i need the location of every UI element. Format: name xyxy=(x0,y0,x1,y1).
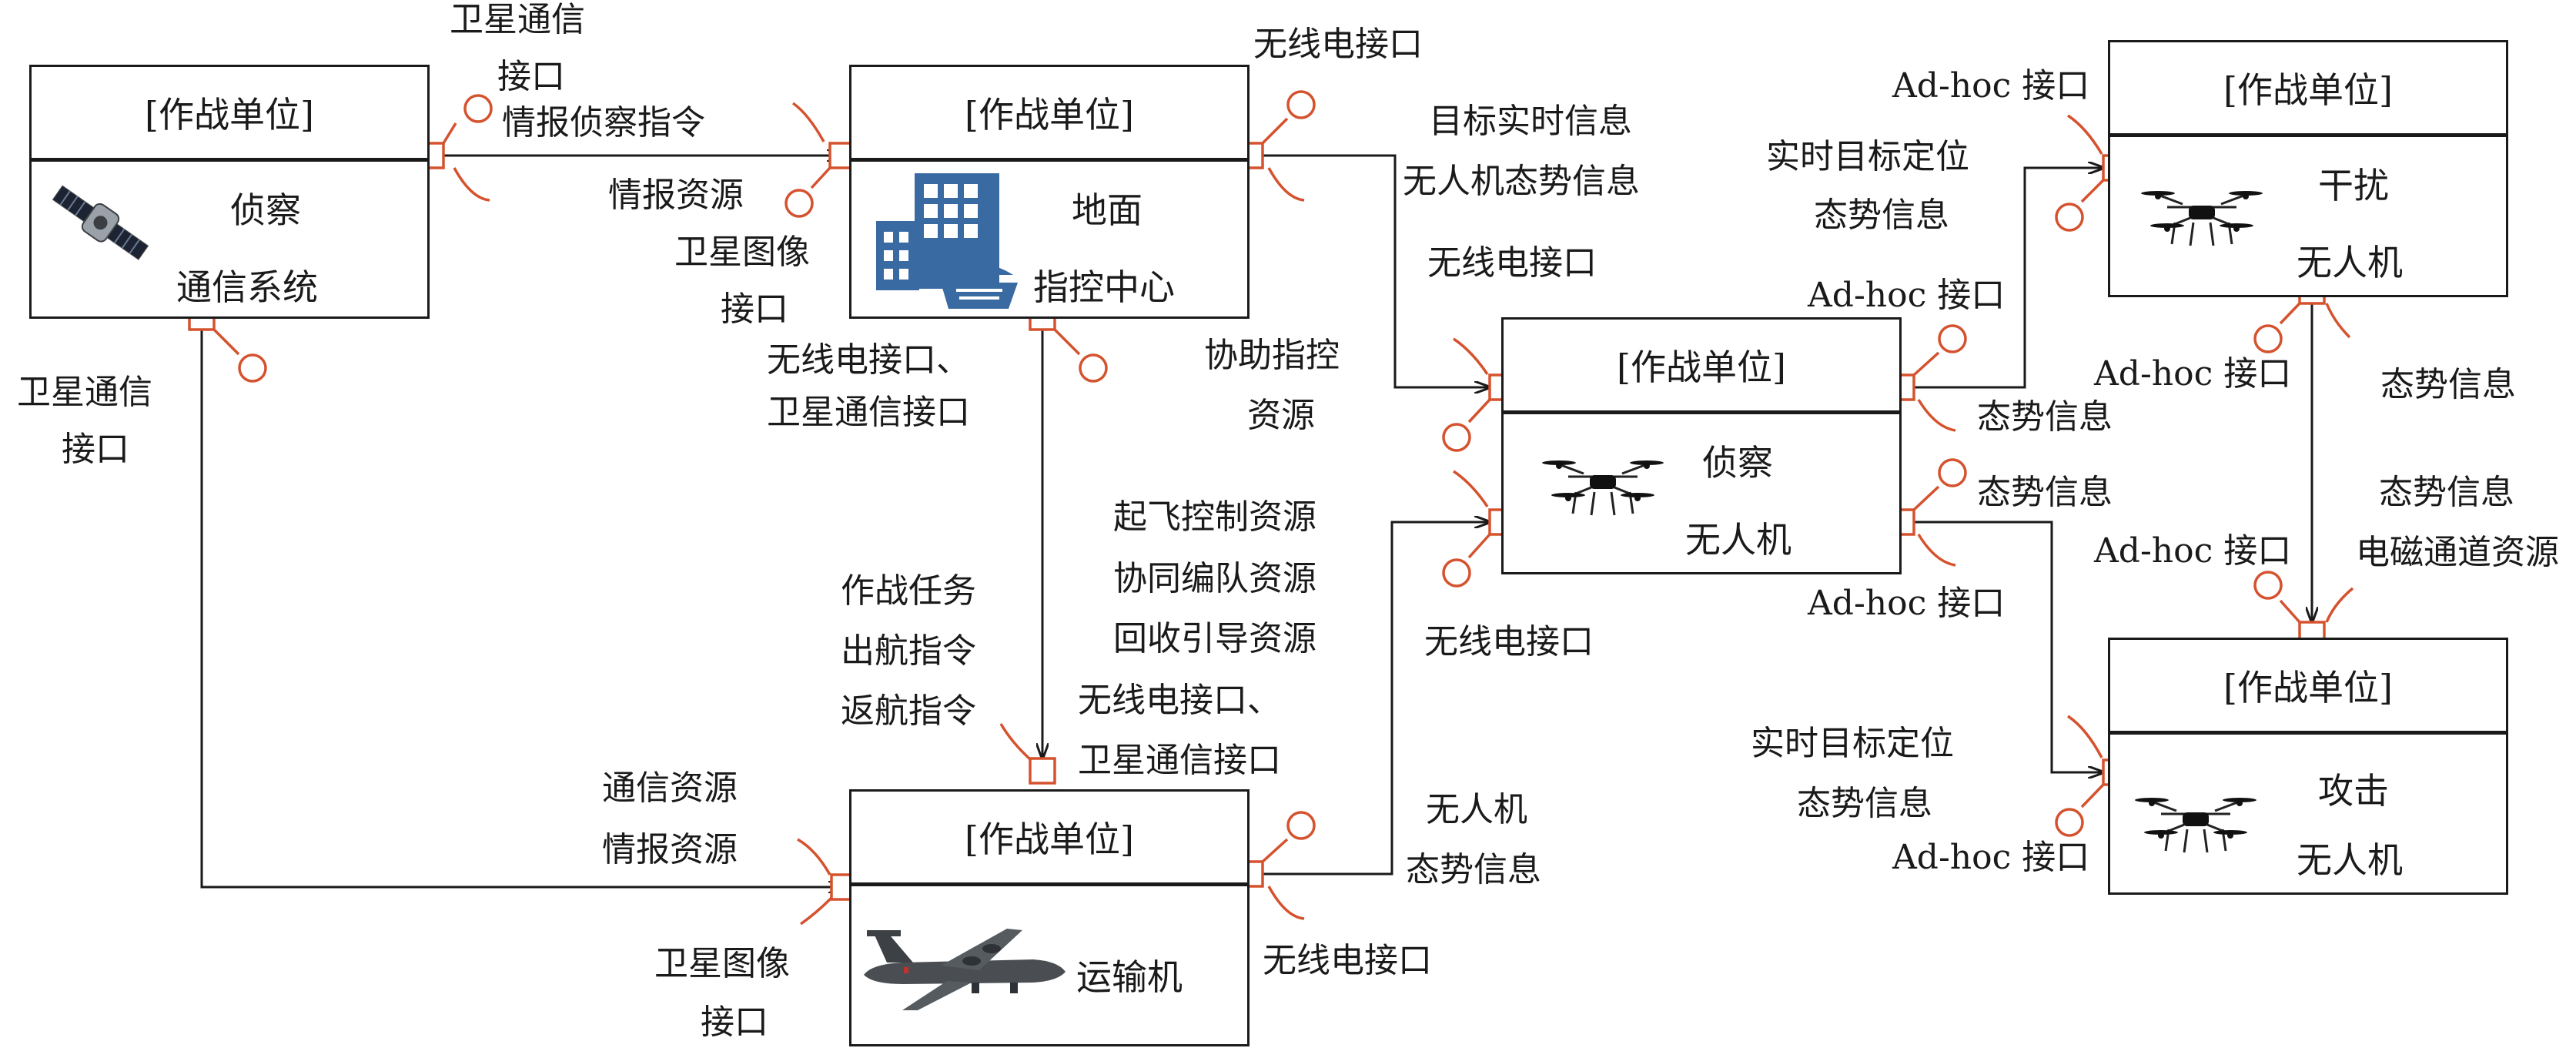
label-situation-info-4: 态势信息 xyxy=(2379,473,2514,512)
port-satellite-right xyxy=(417,94,493,202)
link-transport-to-recon-uav xyxy=(1250,522,1490,874)
label-sat-comm-top-2: 接口 xyxy=(497,57,565,96)
unit-name-line1: 攻击 xyxy=(2318,770,2389,812)
label-mission: 作战任务 xyxy=(841,571,976,611)
unit-recon-uav: [作战单位] 侦察 无人机 xyxy=(1501,317,1902,574)
port-transport-top xyxy=(999,723,1056,785)
unit-name: 运输机 xyxy=(1076,956,1183,998)
label-situation-info-2: 态势信息 xyxy=(1977,473,2113,512)
label-sat-image-1b: 接口 xyxy=(721,290,788,329)
label-intel-resource: 情报资源 xyxy=(608,176,744,215)
link-command-to-recon-uav xyxy=(1250,156,1490,387)
port-recon-uav-right-lower xyxy=(1888,458,1967,567)
label-intel-resource-2: 情报资源 xyxy=(602,830,738,869)
label-sat-comm-top-1: 卫星通信 xyxy=(450,0,585,39)
transport-aircraft-icon xyxy=(864,929,1066,1010)
label-em-channel: 电磁通道资源 xyxy=(2356,533,2559,572)
unit-name-line1: 侦察 xyxy=(230,189,301,231)
port-command-right xyxy=(1236,90,1316,202)
label-sat-image-2b: 接口 xyxy=(701,1003,768,1042)
unit-name-line1: 干扰 xyxy=(2318,165,2389,206)
label-intel-recon-cmd: 情报侦察指令 xyxy=(502,103,705,142)
unit-header: [作战单位] xyxy=(32,67,427,162)
label-recovery: 回收引导资源 xyxy=(1113,619,1316,658)
label-adhoc-recon-lower: Ad-hoc 接口 xyxy=(1808,584,2006,623)
unit-header: [作战单位] xyxy=(851,67,1247,162)
label-radio-sat-if-2a: 无线电接口、 xyxy=(1078,681,1281,720)
port-attack-top xyxy=(2253,571,2354,648)
label-realtime-target-pos-1a: 实时目标定位 xyxy=(1766,137,1969,176)
satellite-icon xyxy=(52,185,149,260)
unit-name-line1: 地面 xyxy=(1072,189,1142,231)
label-adhoc-top: Ad-hoc 接口 xyxy=(1892,66,2090,105)
label-uav-situation: 无人机态势信息 xyxy=(1403,162,1640,201)
unit-name-line2: 通信系统 xyxy=(176,266,318,308)
port-transport-left xyxy=(797,838,858,926)
label-uav-situation-2b: 态势信息 xyxy=(1406,850,1541,889)
label-uav-situation-2a: 无人机 xyxy=(1426,790,1527,829)
command-building-icon xyxy=(876,173,1018,309)
port-recon-uav-left-upper xyxy=(1442,337,1516,452)
label-assist-cmd-1: 协助指控 xyxy=(1204,336,1340,375)
label-radio-sat-if-2b: 卫星通信接口 xyxy=(1078,741,1281,780)
label-radio-if-top: 无线电接口 xyxy=(1253,25,1423,64)
drone-icon xyxy=(2141,191,2263,246)
unit-jamming-uav: [作战单位] 干扰 无人机 xyxy=(2108,40,2508,297)
unit-header: [作战单位] xyxy=(851,792,1247,886)
label-return: 返航指令 xyxy=(841,691,976,731)
label-comm-resource: 通信资源 xyxy=(602,768,738,808)
unit-header: [作战单位] xyxy=(2110,640,2506,735)
label-sat-comm-left-1: 卫星通信 xyxy=(17,373,152,412)
link-satellite-to-transport xyxy=(200,317,844,887)
label-takeoff-ctrl: 起飞控制资源 xyxy=(1113,497,1316,537)
unit-transport-aircraft: [作战单位] 运输机 xyxy=(849,789,1250,1046)
drone-icon xyxy=(1542,460,1664,516)
label-sat-image-2a: 卫星图像 xyxy=(654,944,790,983)
unit-attack-uav: [作战单位] 攻击 无人机 xyxy=(2108,638,2508,895)
label-radio-if-bottom: 无线电接口 xyxy=(1263,941,1432,980)
label-target-realtime: 目标实时信息 xyxy=(1429,102,1632,141)
unit-name-line2: 无人机 xyxy=(2297,242,2403,283)
port-command-left xyxy=(785,102,856,218)
label-situation-info-3: 态势信息 xyxy=(2380,365,2516,404)
unit-name-line2: 指控中心 xyxy=(1033,266,1175,308)
unit-name-line2: 无人机 xyxy=(2297,839,2403,881)
unit-name-line1: 侦察 xyxy=(1702,442,1773,484)
unit-ground-command-center: [作战单位] 地面 指控中心 xyxy=(849,65,1250,319)
unit-name-line2: 无人机 xyxy=(1685,519,1791,561)
label-realtime-target-pos-1b: 态势信息 xyxy=(1814,196,1949,235)
label-sat-comm-left-2: 接口 xyxy=(62,430,129,469)
label-radio-if-mid: 无线电接口 xyxy=(1427,243,1597,283)
label-adhoc-attack-top: Ad-hoc 接口 xyxy=(2094,531,2292,571)
label-realtime-target-pos-2b: 态势信息 xyxy=(1797,784,1932,823)
drone-icon xyxy=(2135,798,2257,853)
label-adhoc-recon-upper: Ad-hoc 接口 xyxy=(1808,276,2006,315)
label-formation: 协同编队资源 xyxy=(1113,559,1316,598)
label-adhoc-jam-bottom: Ad-hoc 接口 xyxy=(2094,354,2292,393)
unit-header: [作战单位] xyxy=(1504,320,1899,414)
unit-header: [作战单位] xyxy=(2110,42,2506,137)
label-adhoc-attack-bottom: Ad-hoc 接口 xyxy=(1892,838,2090,877)
label-realtime-target-pos-2a: 实时目标定位 xyxy=(1751,724,1954,763)
label-departure: 出航指令 xyxy=(841,631,976,671)
label-situation-info-1: 态势信息 xyxy=(1977,397,2113,437)
link-recon-uav-to-jamming xyxy=(1902,168,2103,387)
label-radio-sat-if-1a: 无线电接口、 xyxy=(767,340,970,380)
label-radio-if-low: 无线电接口 xyxy=(1424,622,1594,661)
label-assist-cmd-2: 资源 xyxy=(1247,396,1315,435)
link-recon-uav-to-attack xyxy=(1902,522,2103,772)
label-radio-sat-if-1b: 卫星通信接口 xyxy=(767,393,970,432)
label-sat-image-1: 卫星图像 xyxy=(674,233,810,272)
unit-recon-comm-system: [作战单位] 侦察 通信系统 xyxy=(29,65,430,319)
